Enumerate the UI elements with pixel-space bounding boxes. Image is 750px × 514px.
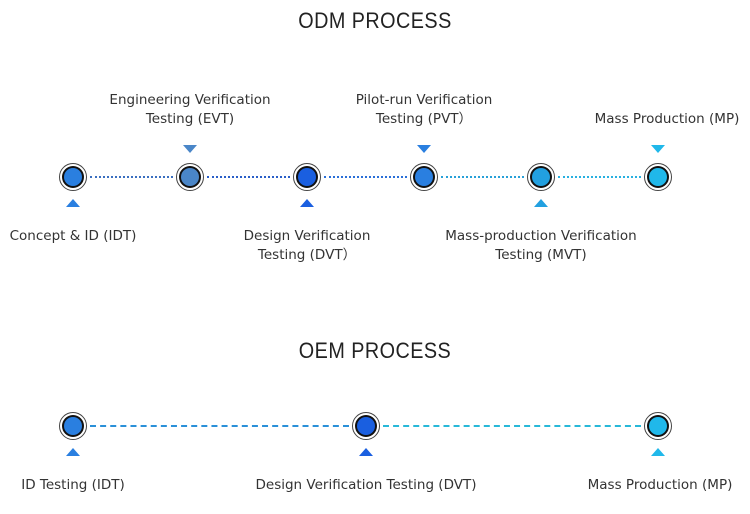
pointer-down-icon <box>183 145 197 153</box>
step-label: Mass Production (MP) <box>595 110 740 129</box>
step-node <box>644 163 672 191</box>
connector-line <box>90 176 173 178</box>
step-node <box>293 163 321 191</box>
step-node <box>527 163 555 191</box>
connector-line <box>207 176 290 178</box>
step-label-line: Concept & ID (IDT) <box>9 228 137 244</box>
connector-line <box>90 425 349 427</box>
step-label-line: Design Verification Testing (DVT) <box>255 477 477 493</box>
step-label: ID Testing (IDT) <box>21 476 125 495</box>
connector-line <box>324 176 407 178</box>
pointer-up-icon <box>359 448 373 456</box>
oem-title: OEM PROCESS <box>298 338 452 363</box>
connector-line <box>383 425 641 427</box>
step-node <box>352 412 380 440</box>
step-label: Mass Production (MP) <box>588 476 733 495</box>
step-label-line: Testing (PVT） <box>375 111 473 127</box>
odm-title: ODM PROCESS <box>298 8 452 33</box>
step-node <box>59 412 87 440</box>
connector-line <box>441 176 524 178</box>
step-label-line: Mass Production (MP) <box>587 477 733 493</box>
connector-line <box>558 176 641 178</box>
step-node <box>410 163 438 191</box>
pointer-up-icon <box>66 448 80 456</box>
step-label-line: Design Verification <box>243 228 371 244</box>
pointer-up-icon <box>534 199 548 207</box>
step-label-line: Mass-production Verification <box>445 228 637 244</box>
pointer-up-icon <box>66 199 80 207</box>
pointer-up-icon <box>300 199 314 207</box>
step-label-line: Testing (MVT) <box>495 247 587 263</box>
step-label-line: Mass Production (MP) <box>594 111 740 127</box>
step-label: Design Verification Testing (DVT) <box>256 476 477 495</box>
step-label: Concept & ID (IDT) <box>10 227 137 246</box>
step-label-line: Engineering Verification <box>109 92 271 108</box>
step-node <box>59 163 87 191</box>
step-node <box>644 412 672 440</box>
pointer-down-icon <box>651 145 665 153</box>
pointer-down-icon <box>417 145 431 153</box>
step-node <box>176 163 204 191</box>
step-label-line: ID Testing (IDT) <box>21 477 125 493</box>
step-label-line: Testing (EVT) <box>145 111 235 127</box>
pointer-up-icon <box>651 448 665 456</box>
step-label-line: Pilot-run Verification <box>355 92 493 108</box>
step-label-line: Testing (DVT） <box>257 247 357 263</box>
